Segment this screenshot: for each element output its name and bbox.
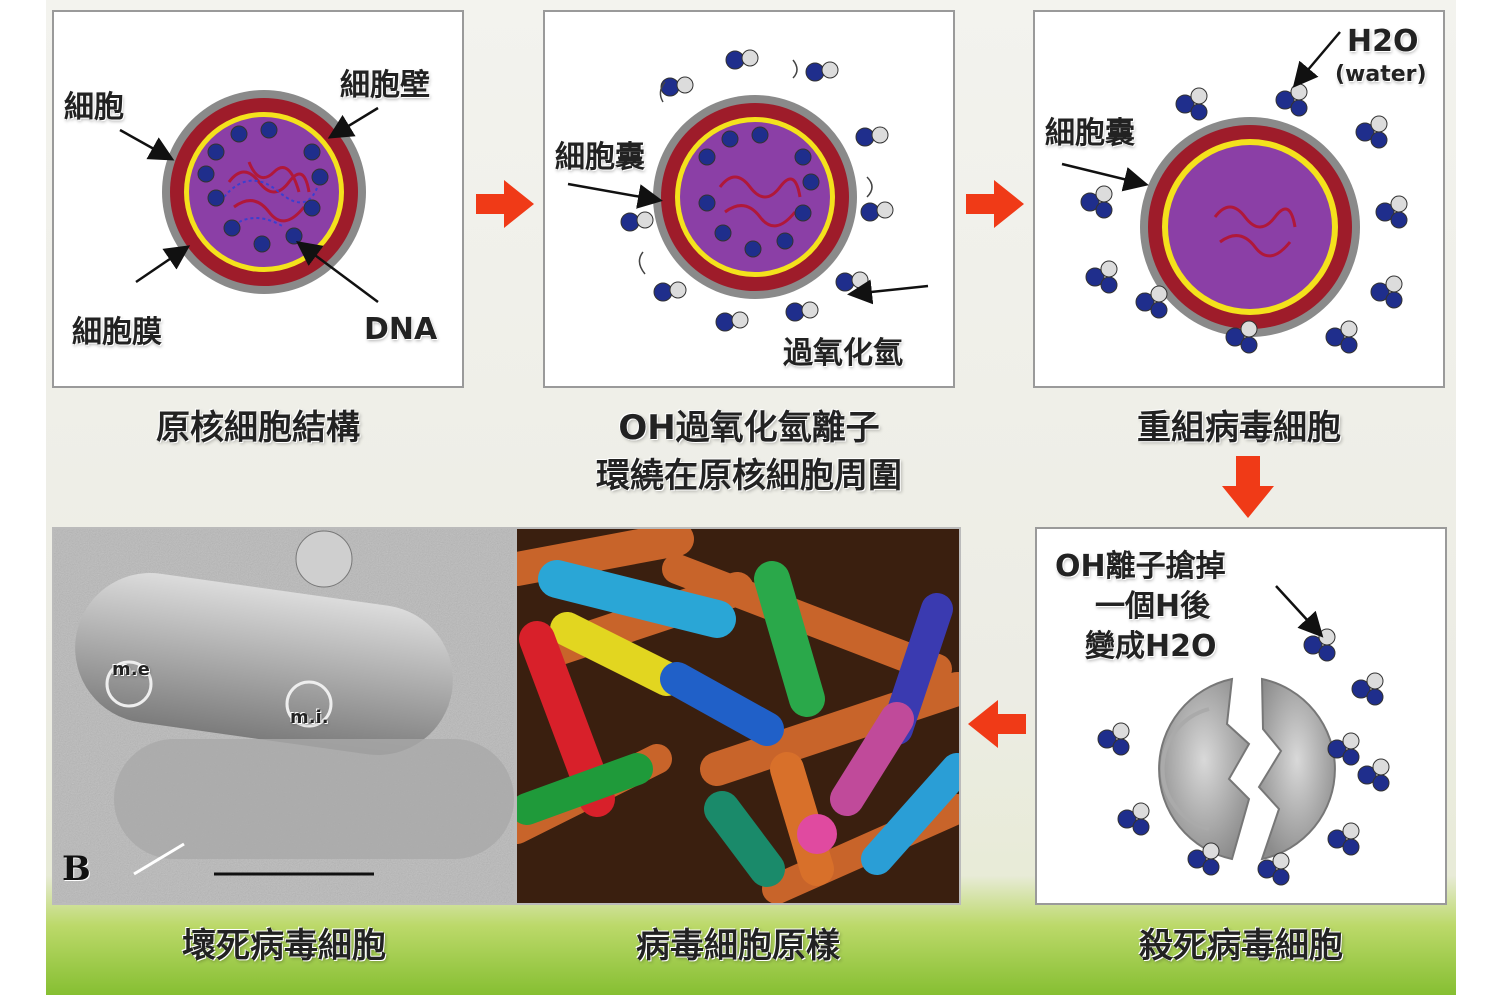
label-cell-membrane: 細胞膜 (72, 315, 162, 350)
molecule-icon (253, 235, 271, 253)
molecule-icon (303, 199, 321, 217)
molecule-icon (714, 224, 732, 242)
molecule-icon (1135, 285, 1168, 319)
molecule-icon (721, 130, 739, 148)
label-me: m.e (112, 659, 150, 680)
bacterium-rod (754, 561, 825, 717)
panel-peroxide-surround: 細胞囊 過氧化氫 (543, 10, 955, 388)
molecule-icon (1325, 320, 1358, 354)
label-oh-line3: 變成H2O (1085, 629, 1217, 664)
molecule-icon (1327, 732, 1360, 766)
molecule-icon (303, 143, 321, 161)
caption-peroxide-line1: OH過氧化氫離子 (618, 408, 880, 448)
molecule-icon (311, 168, 329, 186)
panel-kill-cell: OH離子搶掉 一個H後 變成H2O (1035, 527, 1447, 905)
necrotic-micrograph (54, 529, 514, 903)
bacterium-rod (538, 560, 736, 638)
molecule-group (197, 121, 329, 253)
molecule-icon (725, 49, 759, 70)
molecule-icon (776, 232, 794, 250)
molecule-icon (1370, 275, 1403, 309)
caption-kill: 殺死病毒細胞 (1139, 926, 1343, 966)
panel-original-virus-image (515, 527, 961, 905)
bacterium-rod (830, 702, 914, 816)
label-oh-line2: 一個H後 (1095, 589, 1211, 624)
recombined-cell-illustration (1080, 83, 1408, 354)
molecule-icon (1351, 672, 1384, 706)
bacterium-rod (517, 529, 694, 586)
molecule-icon (1357, 758, 1390, 792)
molecule-icon (1257, 852, 1290, 886)
label-b: B (62, 849, 91, 889)
molecule-icon (1303, 628, 1336, 662)
molecule-icon (855, 126, 889, 147)
bacterium-rod (861, 753, 959, 875)
caption-necrotic: 壞死病毒細胞 (182, 926, 386, 966)
molecule-group (1097, 628, 1390, 886)
molecule-icon (835, 271, 869, 292)
label-cell-capsule: 細胞囊 (1045, 116, 1135, 151)
molecule-icon (1225, 320, 1258, 354)
caption-recombined: 重組病毒細胞 (1137, 408, 1341, 448)
molecule-icon (1275, 83, 1308, 117)
molecule-icon (698, 194, 716, 212)
molecule-icon (660, 76, 694, 97)
label-oh-line1: OH離子搶掉 (1055, 549, 1226, 584)
bacterium-rod (704, 791, 785, 887)
molecule-icon (1175, 87, 1208, 121)
panel-cell-structure: 細胞 細胞壁 細胞膜 DNA (52, 10, 464, 388)
molecule-icon (1117, 802, 1150, 836)
bacterium-rod (517, 753, 653, 825)
molecule-icon (802, 173, 820, 191)
dna-strand-icon (227, 161, 311, 223)
molecule-icon (751, 126, 769, 144)
molecule-icon (1097, 722, 1130, 756)
molecule-icon (1375, 195, 1408, 229)
molecule-icon (207, 189, 225, 207)
label-dna: DNA (364, 312, 438, 347)
molecule-icon (860, 201, 894, 222)
bacteria-micrograph (517, 529, 959, 903)
molecule-icon (197, 165, 215, 183)
molecule-icon (698, 148, 716, 166)
bacterium-rod (662, 554, 952, 684)
label-cell-capsule: 細胞囊 (555, 140, 645, 175)
molecule-group (1080, 83, 1408, 354)
molecule-icon (744, 240, 762, 258)
label-mi: m.i. (290, 707, 329, 728)
molecule-icon (260, 121, 278, 139)
molecule-icon (1355, 115, 1388, 149)
molecule-icon (794, 148, 812, 166)
molecule-icon (653, 281, 687, 302)
label-cell: 細胞 (64, 90, 124, 125)
label-h2o: H2O (1347, 24, 1419, 59)
molecule-icon (207, 143, 225, 161)
caption-cell-structure: 原核細胞結構 (156, 408, 360, 448)
molecule-icon (1080, 185, 1113, 219)
label-water: (water) (1335, 62, 1427, 87)
label-cell-wall: 細胞壁 (340, 68, 430, 103)
molecule-icon (715, 311, 749, 332)
bacterium-rod (660, 662, 784, 746)
molecule-icon (230, 125, 248, 143)
molecule-icon (1085, 260, 1118, 294)
bacterium-coccus (797, 814, 837, 854)
caption-original: 病毒細胞原樣 (636, 926, 840, 966)
molecule-icon (620, 211, 654, 232)
molecule-icon (223, 219, 241, 237)
broken-cell-illustration (1097, 628, 1390, 886)
panel-necrotic-image: m.e m.i. B (52, 527, 516, 905)
label-hydrogen-peroxide: 過氧化氫 (783, 336, 903, 371)
molecule-icon (285, 227, 303, 245)
molecule-icon (785, 301, 819, 322)
molecule-icon (1327, 822, 1360, 856)
molecule-icon (1187, 842, 1220, 876)
molecule-icon (805, 61, 839, 82)
panel-recombined-cell: 細胞囊 H2O (water) (1033, 10, 1445, 388)
molecule-icon (794, 204, 812, 222)
caption-peroxide-line2: 環繞在原核細胞周圍 (596, 456, 902, 496)
bacterium-rod (550, 612, 684, 696)
